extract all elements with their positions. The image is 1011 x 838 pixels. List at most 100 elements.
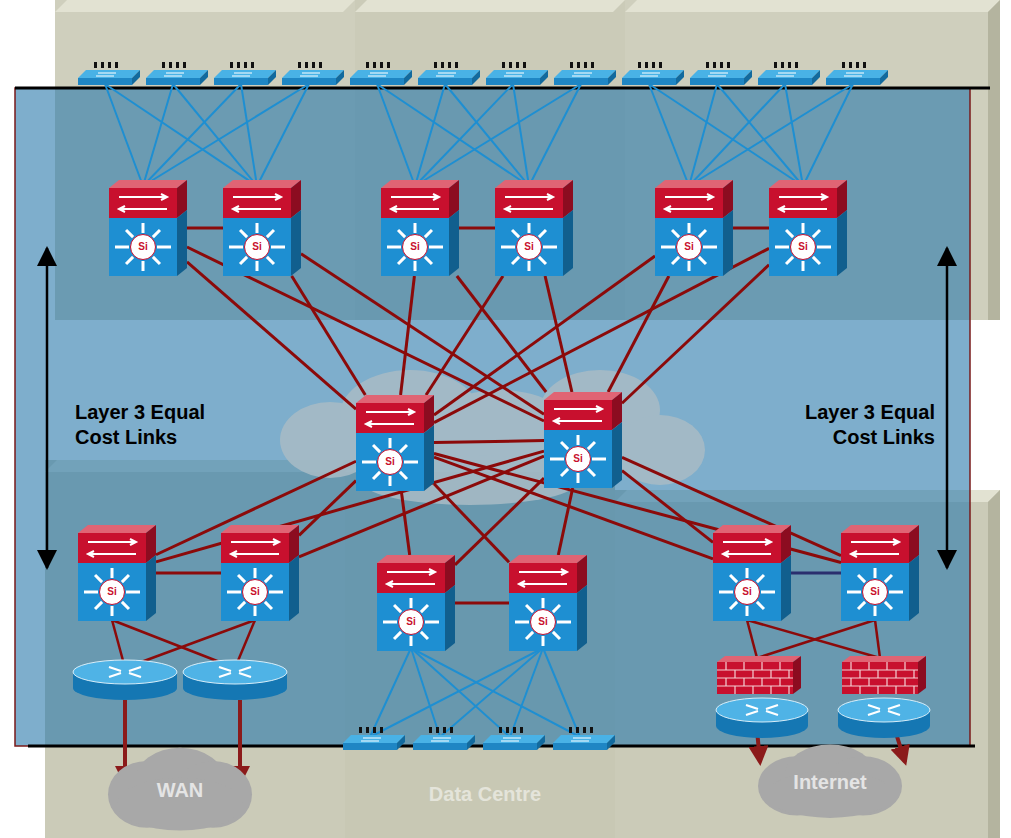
access-switch: [282, 62, 344, 85]
switch-front: [713, 533, 781, 563]
port-mark: [373, 727, 376, 733]
cloud-node: WAN: [105, 746, 255, 834]
port-mark: [108, 62, 111, 68]
port-mark: [312, 62, 315, 68]
switch-front: [826, 78, 880, 85]
switch-top: [655, 180, 733, 188]
switch-top: [769, 180, 847, 188]
switch-side: [909, 555, 919, 621]
cloud-shape: [758, 745, 902, 818]
switch-top: [78, 525, 156, 533]
switch-icon: [223, 180, 301, 276]
switch-icon: [544, 392, 622, 488]
switch-node: Si: [221, 525, 299, 621]
link-line: [513, 84, 529, 186]
switch-top: [214, 70, 276, 78]
switch-front: [655, 188, 723, 218]
router-symbol: [73, 660, 177, 700]
port-mark: [523, 62, 526, 68]
switch-front: [377, 563, 445, 593]
port-mark: [774, 62, 777, 68]
link-line: [717, 84, 803, 186]
switch-top: [350, 70, 412, 78]
switch-arrows: [88, 539, 136, 557]
router-symbol: [716, 698, 808, 738]
switch-arrows: [368, 73, 388, 76]
port-mark: [584, 62, 587, 68]
switch-front: [221, 533, 289, 563]
switch-arrows: [115, 223, 171, 271]
port-mark: [727, 62, 730, 68]
port-mark: [434, 62, 437, 68]
switch-top: [622, 70, 684, 78]
switch-side: [563, 210, 573, 276]
switch-node: Si: [769, 180, 847, 276]
link-line: [105, 84, 143, 186]
switch-side: [268, 70, 276, 85]
switch-front: [495, 218, 563, 276]
port-mark: [251, 62, 254, 68]
link-line: [649, 84, 689, 186]
link-line: [377, 84, 415, 186]
router-top: [716, 698, 808, 722]
switch-front: [841, 533, 909, 563]
switch-arrows: [571, 738, 591, 741]
access-switch: [350, 62, 412, 85]
link-line: [757, 620, 875, 658]
access-switch: [690, 62, 752, 85]
switch-front: [713, 563, 781, 621]
switch-front: [343, 743, 397, 750]
switch-top: [343, 735, 405, 743]
router-arrows: [746, 705, 778, 715]
port-mark: [366, 62, 369, 68]
switch-arrows: [119, 194, 167, 212]
switch-arrows: [96, 73, 116, 76]
switch-node: Si: [78, 525, 156, 621]
layer3-link: [608, 276, 669, 392]
link-line: [689, 84, 853, 186]
layer3-link: [426, 276, 503, 395]
link-line: [803, 84, 853, 186]
switch-side: [132, 70, 140, 85]
building-top: [55, 0, 355, 12]
switch-front: [109, 188, 177, 218]
layer3-link: [434, 441, 544, 443]
switch-badge: Si: [245, 239, 269, 255]
switch-node: Si: [655, 180, 733, 276]
port-mark: [513, 727, 516, 733]
link-line: [241, 84, 257, 186]
switch-front: [418, 78, 472, 85]
port-mark: [856, 62, 859, 68]
switch-icon: [78, 525, 156, 621]
double-arrow: [46, 248, 49, 568]
layer3-link: [434, 453, 841, 562]
switch-top: [483, 735, 545, 743]
cloud-puff: [767, 771, 893, 818]
switch-top: [413, 735, 475, 743]
layer3-link: [187, 227, 223, 230]
switch-arrows: [431, 738, 451, 741]
port-mark: [305, 62, 308, 68]
port-mark: [577, 62, 580, 68]
layer3-link: [733, 227, 769, 230]
switch-top: [381, 180, 459, 188]
port-mark: [502, 62, 505, 68]
switch-badge: Si: [791, 239, 815, 255]
switch-arrows: [366, 409, 414, 427]
port-mark: [230, 62, 233, 68]
switch-top: [495, 180, 573, 188]
switch-badge: Si: [100, 584, 124, 600]
switch-node: Si: [109, 180, 187, 276]
switch-side: [200, 70, 208, 85]
switch-front: [769, 218, 837, 276]
switch-top: [356, 395, 434, 403]
switch-top: [486, 70, 548, 78]
layer3-link: [459, 227, 495, 230]
port-mark: [429, 727, 432, 733]
port-mark: [516, 62, 519, 68]
firewall-symbol: [842, 656, 926, 694]
port-mark: [570, 62, 573, 68]
switch-node: Si: [356, 395, 434, 491]
switch-arrows: [229, 223, 285, 271]
switch-top: [841, 525, 919, 533]
